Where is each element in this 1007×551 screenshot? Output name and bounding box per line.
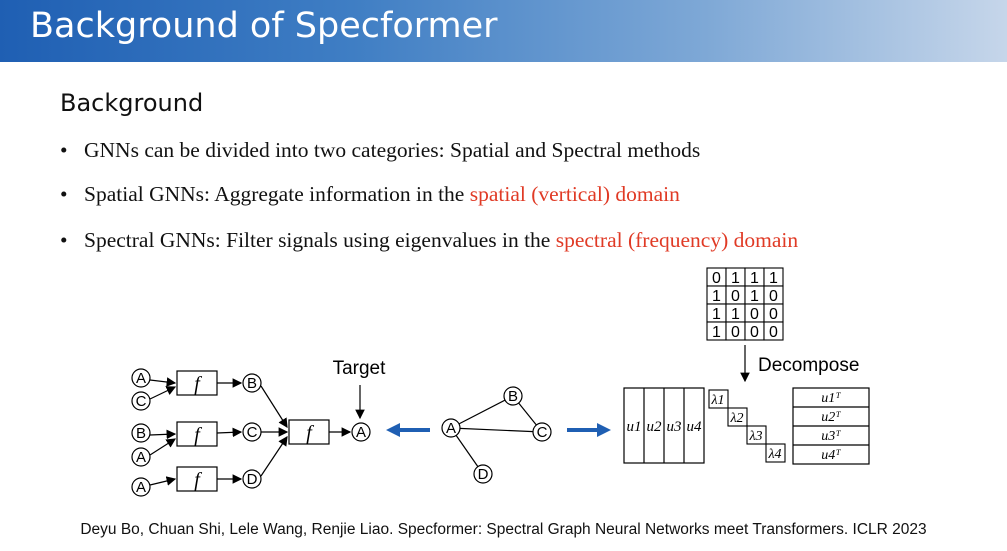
matrix-value: 0 xyxy=(750,324,759,341)
eigenvalue-label: λ3 xyxy=(748,429,762,444)
node-d xyxy=(242,469,262,489)
function-label: f xyxy=(194,469,202,491)
decompose-label: Decompose xyxy=(758,355,859,376)
function-label: f xyxy=(194,373,202,395)
graph-node-a xyxy=(441,418,461,438)
eigenvector-transpose-label: u4ᵀ xyxy=(821,448,841,463)
node-label: C xyxy=(247,424,258,441)
matrix-value: 0 xyxy=(750,306,759,323)
node-a xyxy=(131,477,151,497)
citation-footer: Deyu Bo, Chuan Shi, Lele Wang, Renjie Li… xyxy=(80,521,927,538)
graph-node-b xyxy=(503,386,523,406)
bullet-dot: • xyxy=(60,182,68,206)
node-label: A xyxy=(136,479,146,496)
matrix-value: 1 xyxy=(712,288,721,305)
node-label: A xyxy=(446,420,456,437)
bullet-text: Spatial GNNs: Aggregate information in t… xyxy=(84,182,470,206)
matrix-value: 1 xyxy=(750,288,759,305)
bullet-text: Spectral GNNs: Filter signals using eige… xyxy=(84,228,556,252)
bullet-item-2: • Spatial GNNs: Aggregate information in … xyxy=(60,182,680,207)
matrix-value: 0 xyxy=(731,324,740,341)
eigenvector-label: u2 xyxy=(647,419,663,435)
node-label: A xyxy=(136,449,146,466)
node-label: D xyxy=(247,471,258,488)
eigenvalue-cell xyxy=(708,389,729,409)
bullet-text: GNNs can be divided into two categories:… xyxy=(84,138,701,162)
node-a xyxy=(131,447,151,467)
node-a xyxy=(131,368,151,388)
function-box xyxy=(288,419,330,445)
target-label: Target xyxy=(333,358,387,379)
eigenvector-transpose-label: u3ᵀ xyxy=(821,429,841,444)
node-label: A xyxy=(136,370,146,387)
node-label: A xyxy=(356,424,366,441)
slide-title: Background of Specformer xyxy=(30,6,498,46)
eigenvalue-cell xyxy=(727,407,748,427)
bullet-dot: • xyxy=(60,228,68,252)
matrix-value: 0 xyxy=(769,324,778,341)
matrix-value: 1 xyxy=(731,270,740,287)
bullet-item-1: • GNNs can be divided into two categories… xyxy=(60,138,700,163)
node-label: B xyxy=(136,425,146,442)
eigenvector-label: u1 xyxy=(627,419,642,435)
matrix-value: 1 xyxy=(712,324,721,341)
matrix-value: 1 xyxy=(731,306,740,323)
graph-node-c xyxy=(532,422,552,442)
function-box xyxy=(176,421,218,447)
function-box xyxy=(176,370,218,396)
title-bar: Background of Specformer xyxy=(0,0,1007,62)
matrix-value: 0 xyxy=(731,288,740,305)
bullet-highlight: spectral (frequency) domain xyxy=(555,228,799,252)
matrix-value: 0 xyxy=(712,270,721,287)
matrix-value: 0 xyxy=(769,288,778,305)
eigenvector-label: u3 xyxy=(667,419,682,435)
graph-node-d xyxy=(473,464,493,484)
right-arrow-icon xyxy=(567,423,611,437)
bullet-highlight: spatial (vertical) domain xyxy=(469,182,680,206)
eigenvalue-label: λ1 xyxy=(710,393,724,408)
node-b xyxy=(131,423,151,443)
bullet-item-3: • Spectral GNNs: Filter signals using eig… xyxy=(60,228,798,253)
eigenvalue-label: λ4 xyxy=(767,447,781,462)
eigenvalue-label: λ2 xyxy=(729,411,743,426)
bullet-dot: • xyxy=(60,138,68,162)
function-label: f xyxy=(194,424,202,446)
function-box xyxy=(176,466,218,492)
matrix-value: 1 xyxy=(750,270,759,287)
node-b xyxy=(242,373,262,393)
node-label: B xyxy=(247,375,257,392)
matrix-value: 0 xyxy=(769,306,778,323)
node-c xyxy=(131,391,151,411)
matrix-cell xyxy=(763,321,784,341)
section-heading: Background xyxy=(60,89,204,117)
left-arrow-icon xyxy=(386,423,430,437)
node-label: B xyxy=(508,388,518,405)
matrix-value: 1 xyxy=(769,270,778,287)
node-label: C xyxy=(537,424,548,441)
matrix-value: 1 xyxy=(712,306,721,323)
target-node xyxy=(351,422,371,442)
node-label: C xyxy=(136,393,147,410)
eigenvector-transpose-label: u2ᵀ xyxy=(821,410,841,425)
node-label: D xyxy=(478,466,489,483)
eigenvalue-cell xyxy=(746,425,767,445)
eigenvector-transpose-label: u1ᵀ xyxy=(821,391,841,406)
eigenvector-label: u4 xyxy=(687,419,703,435)
function-label: f xyxy=(306,422,314,444)
eigenvalue-cell xyxy=(765,443,786,463)
